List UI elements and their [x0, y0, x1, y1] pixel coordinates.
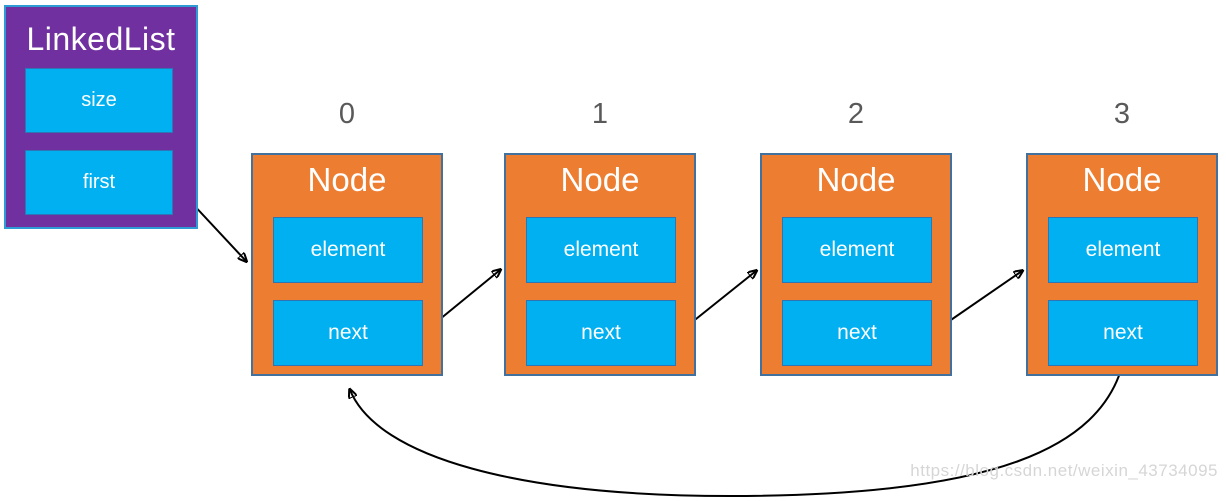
node-3-title: Node [1082, 161, 1162, 198]
node-1-next-field: next [526, 300, 676, 366]
node-2-element-field: element [782, 217, 932, 283]
linkedlist-box: LinkedList size first [4, 5, 198, 229]
node-1-title: Node [560, 161, 640, 198]
node-3-next-field: next [1048, 300, 1198, 366]
node-index-3: 3 [1113, 98, 1131, 130]
node-0-next-field: next [273, 300, 423, 366]
node-2-next-field: next [782, 300, 932, 366]
node-1-element-field: element [526, 217, 676, 283]
watermark: https://blog.csdn.net/weixin_43734095 [910, 461, 1218, 480]
node-index-1: 1 [591, 98, 609, 130]
node-box-2: Node element next [760, 153, 952, 376]
node-index-0: 0 [338, 98, 356, 130]
node-box-1: Node element next [504, 153, 696, 376]
node-index-2: 2 [847, 98, 865, 130]
linkedlist-title: LinkedList [26, 21, 176, 57]
node-3-element-field: element [1048, 217, 1198, 283]
node-0-title: Node [307, 161, 387, 198]
linkedlist-size-field: size [25, 68, 173, 133]
node-2-title: Node [816, 161, 896, 198]
node-box-0: Node element next [251, 153, 443, 376]
linkedlist-first-field: first [25, 150, 173, 215]
node-box-3: Node element next [1026, 153, 1218, 376]
node-0-element-field: element [273, 217, 423, 283]
